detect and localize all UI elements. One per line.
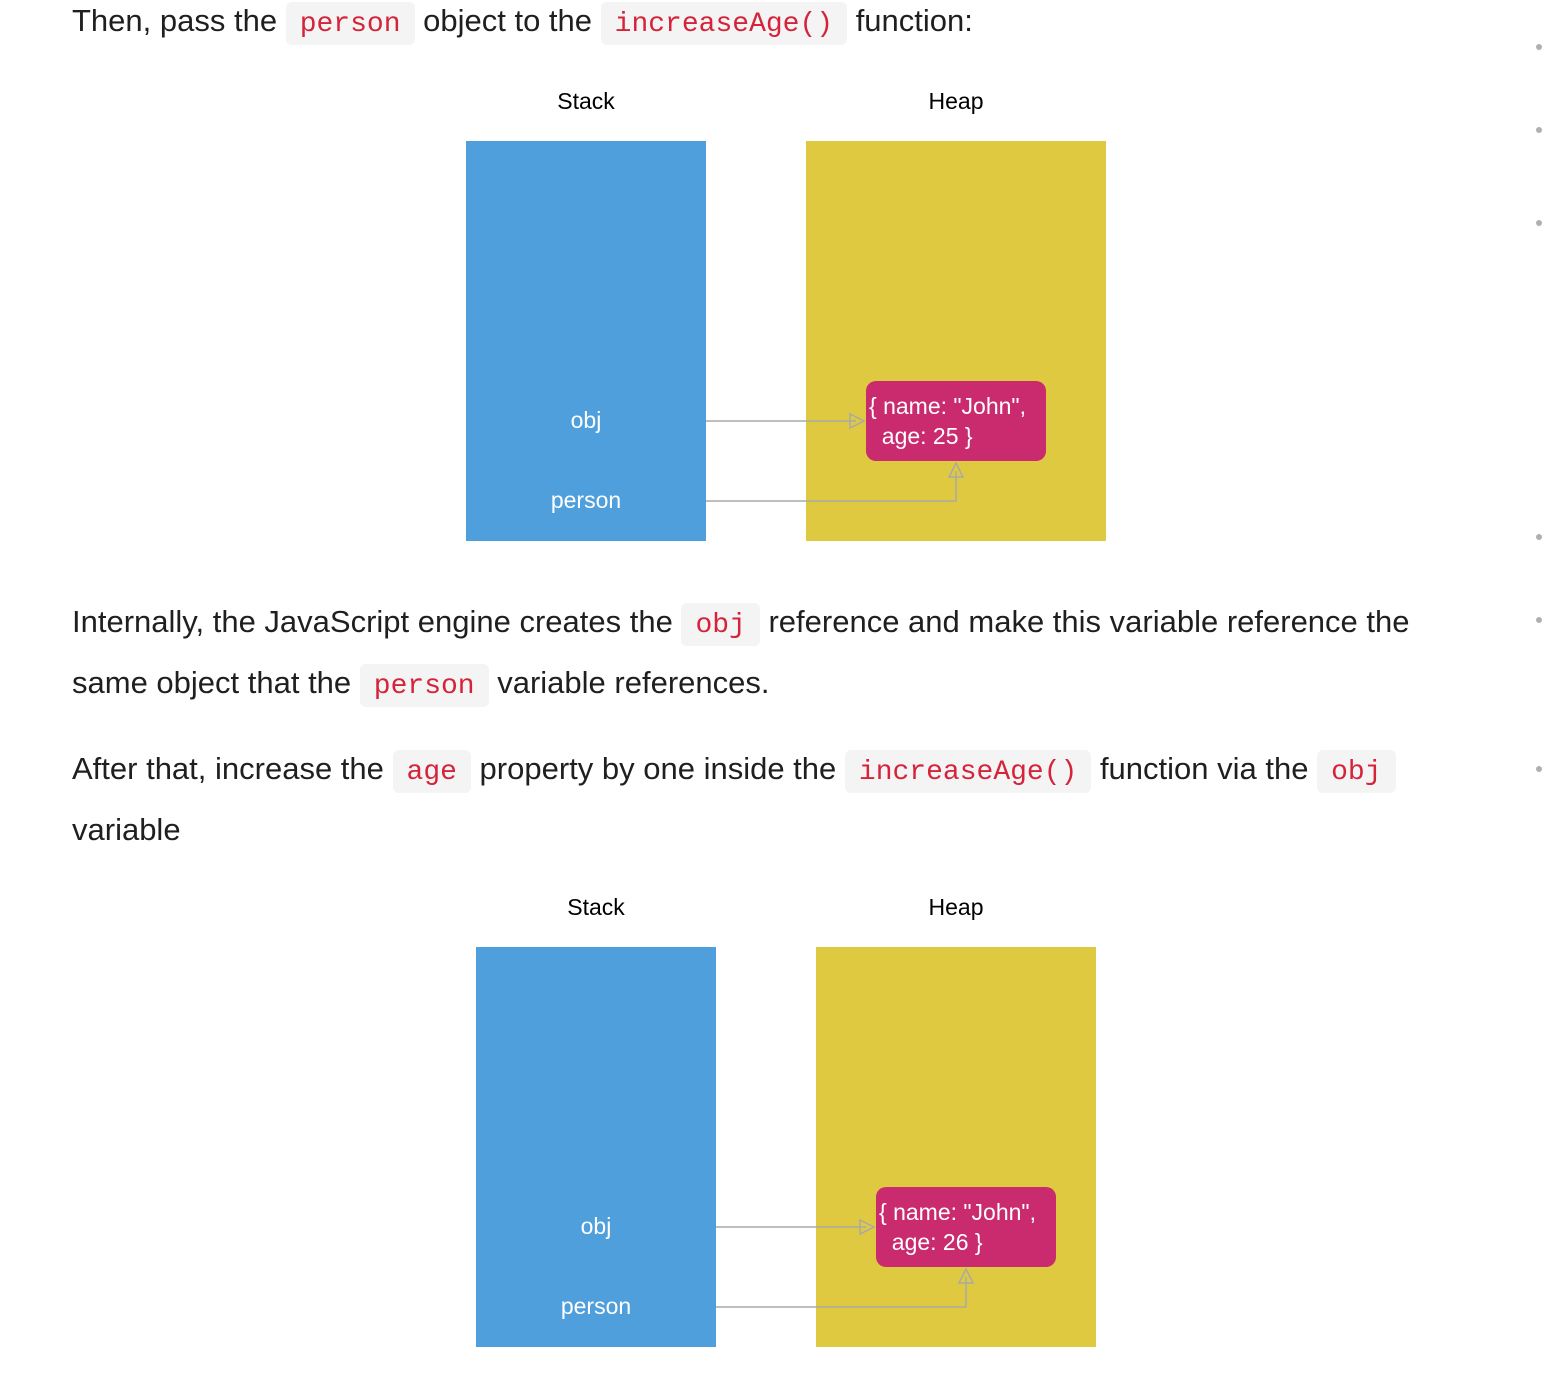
reference-arrows (716, 1218, 975, 1308)
inline-code-obj-2: obj (1317, 750, 1396, 793)
arrowhead-person (947, 461, 965, 478)
intro-text-before: Then, pass the (72, 3, 286, 38)
intro-paragraph: Then, pass the person object to the incr… (72, 0, 973, 53)
sidebar-marker (1536, 44, 1542, 50)
sidebar-marker (1536, 220, 1542, 226)
intro-text-middle: object to the (414, 3, 601, 38)
stack-title: Stack (557, 88, 615, 114)
heap-title: Heap (928, 88, 984, 114)
arrowhead-obj (849, 412, 866, 430)
arrowhead-obj (859, 1218, 876, 1236)
sidebar-marker (1536, 127, 1542, 133)
stack-var-person: person (550, 487, 622, 513)
stack-heap-diagram-1: Stack Heap obj person { name: "John", ag… (446, 85, 1106, 555)
stack-var-obj: obj (580, 1213, 612, 1239)
heap-title: Heap (928, 894, 984, 920)
heap-object-line2: age: 25 } (869, 423, 973, 449)
stack-box (476, 947, 716, 1347)
reference-arrows (706, 412, 965, 502)
arrow-person-to-object (706, 471, 957, 502)
inline-code-increaseage-2: increaseAge() (844, 750, 1092, 793)
para3-middle: property by one inside the (470, 751, 845, 786)
stack-var-obj: obj (570, 407, 602, 433)
inline-code-person: person (285, 2, 415, 45)
heap-object-line1: { name: "John", (879, 1199, 1036, 1225)
paragraph-increase-age: After that, increase the age property by… (72, 740, 1396, 858)
heap-box (816, 947, 1096, 1347)
para3-before: After that, increase the (72, 751, 393, 786)
inline-code-age: age (392, 750, 471, 793)
intro-text-after: function: (847, 3, 973, 38)
stack-heap-diagram-2: Stack Heap obj person { name: "John", ag… (456, 891, 1116, 1361)
arrow-person-to-object (716, 1277, 967, 1308)
sidebar-marker (1536, 617, 1542, 623)
heap-object-line1: { name: "John", (869, 393, 1026, 419)
sidebar-marker (1536, 766, 1542, 772)
heap-object-line2: age: 26 } (879, 1229, 983, 1255)
para2-line1-before: Internally, the JavaScript engine create… (72, 604, 682, 639)
sidebar-marker (1536, 534, 1542, 540)
inline-code-person-2: person (359, 664, 489, 707)
stack-var-person: person (560, 1293, 632, 1319)
para3-after: function via the (1091, 751, 1318, 786)
stack-box (466, 141, 706, 541)
para2-line2-after: variable references. (488, 665, 770, 700)
heap-object: { name: "John", age: 26 } (876, 1187, 1056, 1267)
para3-line2: variable (72, 812, 181, 847)
inline-code-obj: obj (681, 603, 760, 646)
stack-title: Stack (567, 894, 625, 920)
heap-object: { name: "John", age: 25 } (866, 381, 1046, 461)
arrowhead-person (957, 1267, 975, 1284)
para2-line1-after: reference and make this variable referen… (759, 604, 1410, 639)
para2-line2-before: same object that the (72, 665, 360, 700)
inline-code-increaseage: increaseAge() (600, 2, 848, 45)
paragraph-obj-reference: Internally, the JavaScript engine create… (72, 593, 1410, 715)
